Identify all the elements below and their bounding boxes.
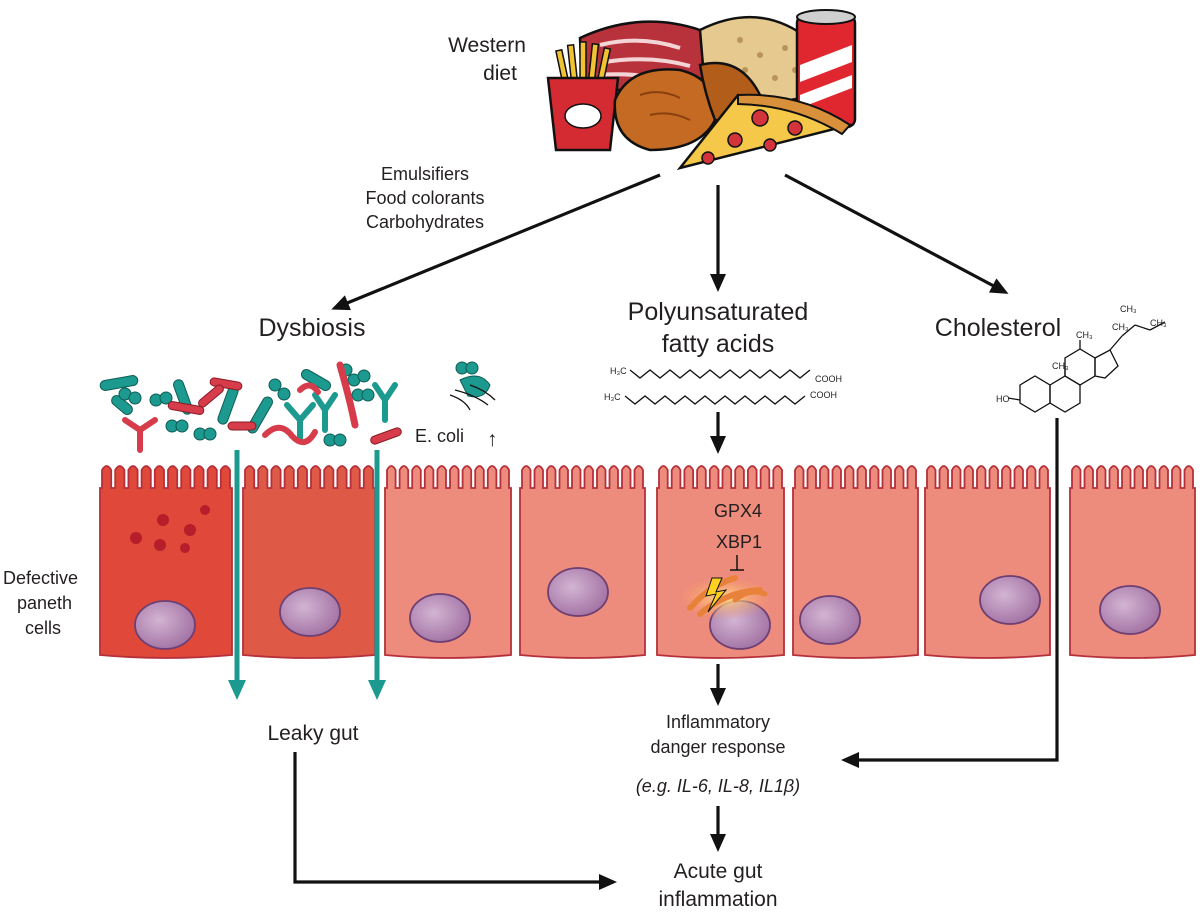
cholesterol-ch3-e: CH₃ <box>1150 318 1167 328</box>
arrow-leaky-to-acute <box>293 752 617 890</box>
defective-paneth-label-1: Defective <box>3 568 78 588</box>
pufa-2-h3c: H₃C <box>604 392 621 402</box>
nucleus-icon <box>1099 585 1161 635</box>
epithelial-cell-4 <box>519 465 646 659</box>
gpx4-label: GPX4 <box>714 501 762 521</box>
inflammatory-label-2: danger response <box>650 737 785 757</box>
arrow-cholesterol-to-inflammation <box>841 418 1059 768</box>
acute-inflammation-label-1: Acute gut <box>674 860 763 883</box>
nucleus-icon <box>799 595 861 645</box>
pufa-1-h3c: H₃C <box>610 366 627 376</box>
nucleus-icon <box>979 575 1041 625</box>
nucleus-icon <box>547 567 609 617</box>
nucleus-icon <box>409 593 471 643</box>
epithelial-cell-3 <box>384 465 512 659</box>
pufa-structures: H₃C COOH H₃C COOH <box>604 366 842 405</box>
epithelial-cell-7 <box>924 465 1051 659</box>
arrow-diet-to-dysbiosis <box>331 173 661 311</box>
epithelial-cell-stressed <box>656 465 785 659</box>
epithelial-cell-6 <box>792 465 919 659</box>
cholesterol-structure <box>1007 321 1166 413</box>
dysbiosis-microbes <box>99 361 496 453</box>
pufa-label-2: fatty acids <box>662 330 775 358</box>
additives-food-colorants: Food colorants <box>365 188 484 208</box>
pufa-1-cooh: COOH <box>815 374 842 384</box>
cholesterol-ch3-b: CH₃ <box>1076 330 1093 340</box>
epithelial-cell-8 <box>1069 465 1196 659</box>
pufa-label-1: Polyunsaturated <box>628 298 809 326</box>
pufa-2-cooh: COOH <box>810 390 837 400</box>
defective-paneth-cell-2 <box>242 465 376 659</box>
cholesterol-ch3-a: CH₃ <box>1052 361 1069 371</box>
arrow-diet-to-cholesterol <box>784 173 1009 294</box>
pizza-slice-icon <box>676 93 855 171</box>
additives-carbohydrates: Carbohydrates <box>366 212 484 232</box>
inflammatory-label-1: Inflammatory <box>666 712 770 732</box>
western-diet-label-2: diet <box>483 62 517 85</box>
western-diet-food-illustration <box>546 9 857 171</box>
ecoli-increase-arrow: ↑ <box>487 428 498 451</box>
xbp1-label: XBP1 <box>716 532 762 552</box>
defective-paneth-label-2: paneth <box>17 593 72 613</box>
leaky-gut-label: Leaky gut <box>267 722 358 745</box>
cholesterol-ch3-c: CH₃ <box>1112 322 1129 332</box>
cholesterol-label: Cholesterol <box>935 314 1061 342</box>
diet-arrows <box>331 173 1009 311</box>
paneth-granules <box>130 505 210 553</box>
defective-paneth-label-3: cells <box>25 618 61 638</box>
fried-chicken-icon <box>613 61 762 152</box>
cytokines-label: (e.g. IL-6, IL-8, IL1β) <box>636 776 800 796</box>
western-diet-label-1: Western <box>448 34 526 57</box>
epithelial-cell-layer <box>99 465 1196 659</box>
er-stress-mitochondria-icon <box>677 555 773 620</box>
fries-icon <box>546 41 620 152</box>
cholesterol-ho: HO <box>996 394 1010 404</box>
defective-paneth-cell-1 <box>99 465 233 659</box>
ecoli-label: E. coli <box>415 426 464 446</box>
cholesterol-ch3-d: CH₃ <box>1120 304 1137 314</box>
dysbiosis-label: Dysbiosis <box>259 314 366 342</box>
nucleus-icon <box>279 587 341 637</box>
acute-inflammation-label-2: inflammation <box>658 888 777 911</box>
additives-emulsifiers: Emulsifiers <box>381 164 469 184</box>
soda-can-icon <box>795 9 857 129</box>
nucleus-icon <box>134 600 196 650</box>
